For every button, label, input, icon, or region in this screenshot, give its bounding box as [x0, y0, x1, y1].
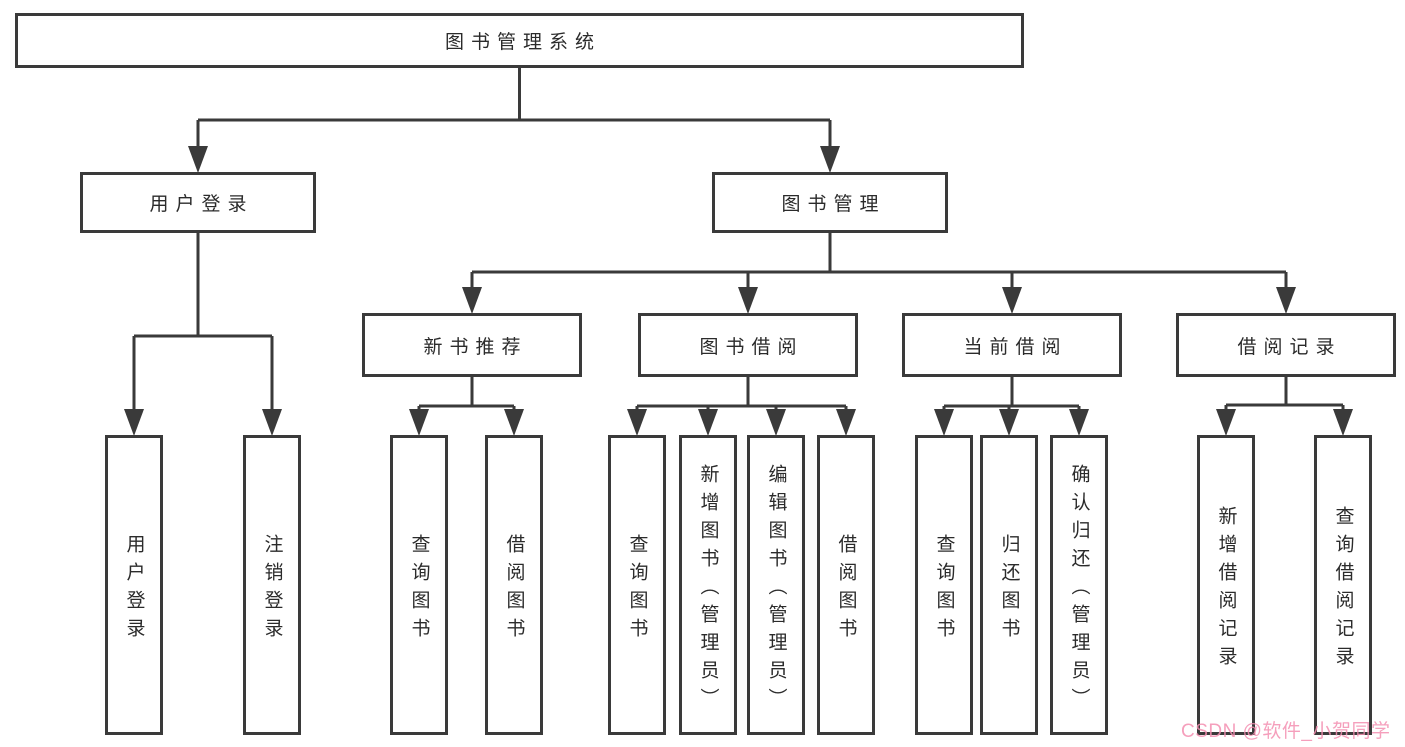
edge-path: [470, 231, 1288, 291]
arrow-icon: [1276, 287, 1296, 314]
edge-path: [196, 66, 832, 150]
box-label-leaf-edit-book: 编辑图书（管理员）: [765, 463, 787, 716]
box-label-leaf-query-record: 查询借阅记录: [1332, 505, 1354, 674]
arrow-icon: [409, 409, 429, 436]
box-label-borrow-records: 借阅记录: [1237, 336, 1342, 358]
edge-book-borrow: [627, 375, 856, 436]
box-book-borrow: 图书借阅: [638, 313, 858, 377]
arrow-icon: [999, 409, 1019, 436]
box-label-new-book-recommend: 新书推荐: [423, 336, 528, 358]
arrow-icon: [124, 409, 144, 436]
arrow-icon: [766, 409, 786, 436]
box-current-borrow: 当前借阅: [902, 313, 1122, 377]
edge-user-login: [124, 231, 282, 436]
box-leaf-query-book-2: 查询图书: [608, 435, 666, 735]
arrow-icon: [1333, 409, 1353, 436]
arrow-icon: [738, 287, 758, 314]
box-label-book-management: 图书管理: [781, 194, 886, 215]
edge-path: [635, 375, 848, 413]
box-user-login: 用户登录: [80, 172, 316, 233]
box-label-leaf-borrow-book-2: 借阅图书: [835, 533, 857, 646]
arrow-icon: [188, 146, 208, 173]
edge-borrow-records: [1216, 375, 1353, 436]
box-label-leaf-query-book-1: 查询图书: [408, 533, 430, 646]
box-label-current-borrow: 当前借阅: [963, 336, 1068, 358]
box-leaf-add-book: 新增图书（管理员）: [679, 435, 737, 735]
box-leaf-query-book-1: 查询图书: [390, 435, 448, 735]
arrow-icon: [934, 409, 954, 436]
box-label-user-login: 用户登录: [149, 194, 254, 215]
box-leaf-confirm-return: 确认归还（管理员）: [1050, 435, 1108, 735]
box-leaf-user-login: 用户登录: [105, 435, 163, 735]
box-leaf-edit-book: 编辑图书（管理员）: [747, 435, 805, 735]
box-label-system-root: 图书管理系统: [444, 32, 601, 53]
edge-current-borrow: [934, 375, 1089, 436]
box-leaf-query-book-3: 查询图书: [915, 435, 973, 735]
arrow-icon: [1002, 287, 1022, 314]
edge-path: [942, 375, 1081, 413]
edge-path: [132, 231, 274, 413]
edge-new-book-recommend: [409, 375, 524, 436]
box-system-root: 图书管理系统: [15, 13, 1024, 68]
box-label-leaf-borrow-book-1: 借阅图书: [503, 533, 525, 646]
box-leaf-borrow-book-2: 借阅图书: [817, 435, 875, 735]
box-label-book-borrow: 图书借阅: [699, 336, 804, 358]
box-book-management: 图书管理: [712, 172, 948, 233]
box-new-book-recommend: 新书推荐: [362, 313, 582, 377]
arrow-icon: [504, 409, 524, 436]
arrow-icon: [820, 146, 840, 173]
box-leaf-add-record: 新增借阅记录: [1197, 435, 1255, 735]
box-label-leaf-return-book: 归还图书: [998, 533, 1020, 646]
box-label-leaf-add-record: 新增借阅记录: [1215, 505, 1237, 674]
box-borrow-records: 借阅记录: [1176, 313, 1396, 377]
edge-book-management: [462, 231, 1296, 314]
box-label-leaf-confirm-return: 确认归还（管理员）: [1068, 463, 1090, 716]
box-label-leaf-query-book-2: 查询图书: [626, 533, 648, 646]
arrow-icon: [462, 287, 482, 314]
box-leaf-logout: 注销登录: [243, 435, 301, 735]
box-leaf-query-record: 查询借阅记录: [1314, 435, 1372, 735]
box-label-leaf-query-book-3: 查询图书: [933, 533, 955, 646]
arrow-icon: [836, 409, 856, 436]
arrow-icon: [627, 409, 647, 436]
arrow-icon: [698, 409, 718, 436]
watermark: CSDN @软件_小贺同学: [1181, 721, 1391, 742]
box-label-leaf-add-book: 新增图书（管理员）: [697, 463, 719, 716]
arrow-icon: [1069, 409, 1089, 436]
edge-path: [1224, 375, 1345, 413]
edge-path: [417, 375, 516, 413]
box-label-leaf-logout: 注销登录: [261, 533, 283, 646]
box-label-leaf-user-login: 用户登录: [123, 533, 145, 646]
box-leaf-return-book: 归还图书: [980, 435, 1038, 735]
arrow-icon: [1216, 409, 1236, 436]
box-leaf-borrow-book-1: 借阅图书: [485, 435, 543, 735]
edge-system-root: [188, 66, 840, 173]
arrow-icon: [262, 409, 282, 436]
